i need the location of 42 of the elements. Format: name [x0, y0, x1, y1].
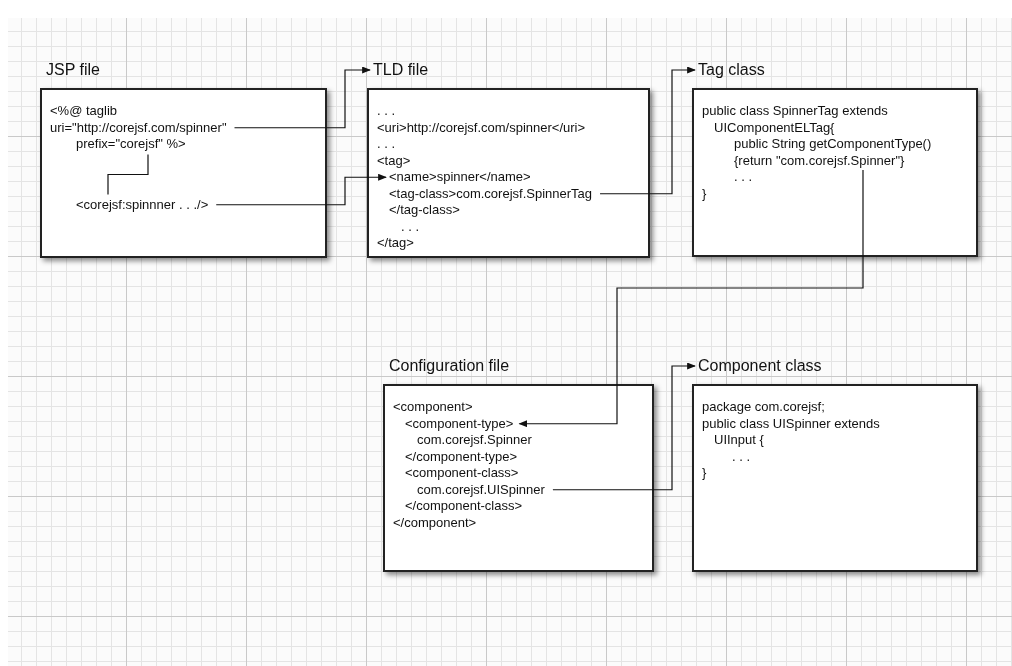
- code-line: </tag-class>: [389, 202, 460, 219]
- code-line: <uri>http://corejsf.com/spinner</uri>: [377, 119, 586, 136]
- code-line: . . .: [734, 169, 753, 186]
- connector-arrow: [233, 66, 371, 129]
- code-line: package com.corejsf;: [702, 399, 825, 416]
- panel-heading: Tag class: [698, 60, 765, 80]
- code-line: </component>: [393, 514, 477, 531]
- connector-arrow: [518, 169, 864, 428]
- panel-heading: JSP file: [46, 60, 100, 80]
- code-line: <tag>: [377, 152, 411, 169]
- connector-arrow: [215, 173, 387, 206]
- code-line: <corejsf:spinnner . . ./>: [76, 196, 209, 213]
- panel-heading: Component class: [698, 356, 822, 376]
- code-line: <name>spinner</name>: [389, 169, 531, 186]
- code-line: . . .: [377, 103, 396, 120]
- code-line: </component-type>: [405, 448, 518, 465]
- code-line: }: [702, 465, 707, 482]
- panel-heading: Configuration file: [389, 356, 510, 376]
- code-line: <component-class>: [405, 465, 519, 482]
- code-line: public class UISpinner extends: [702, 415, 880, 432]
- code-line: uri="http://corejsf.com/spinner": [50, 119, 227, 136]
- code-line: </tag>: [377, 235, 414, 252]
- code-line: . . .: [401, 218, 420, 235]
- code-line: <component-type>: [405, 415, 514, 432]
- code-line: public String getComponentType(): [734, 136, 932, 153]
- code-line: {return "com.corejsf.Spinner"}: [734, 152, 905, 169]
- code-line: com.corejsf.Spinner: [417, 432, 532, 449]
- panel-heading: TLD file: [373, 60, 429, 80]
- code-line: <%@ taglib: [50, 103, 118, 120]
- code-line: <component>: [393, 399, 473, 416]
- connector-arrow: [599, 66, 696, 195]
- code-line: </component-class>: [405, 498, 523, 515]
- code-line: prefix="corejsf" %>: [76, 136, 186, 153]
- code-line: UIInput {: [714, 432, 764, 449]
- code-line: public class SpinnerTag extends: [702, 103, 888, 120]
- connector-arrow: [552, 362, 696, 491]
- code-line: . . .: [377, 136, 396, 153]
- code-line: . . .: [732, 448, 751, 465]
- code-line: com.corejsf.UISpinner: [417, 481, 545, 498]
- code-line: <tag-class>com.corejsf.SpinnerTag: [389, 185, 593, 202]
- code-line: UIComponentELTag{: [714, 119, 835, 136]
- code-line: }: [702, 185, 707, 202]
